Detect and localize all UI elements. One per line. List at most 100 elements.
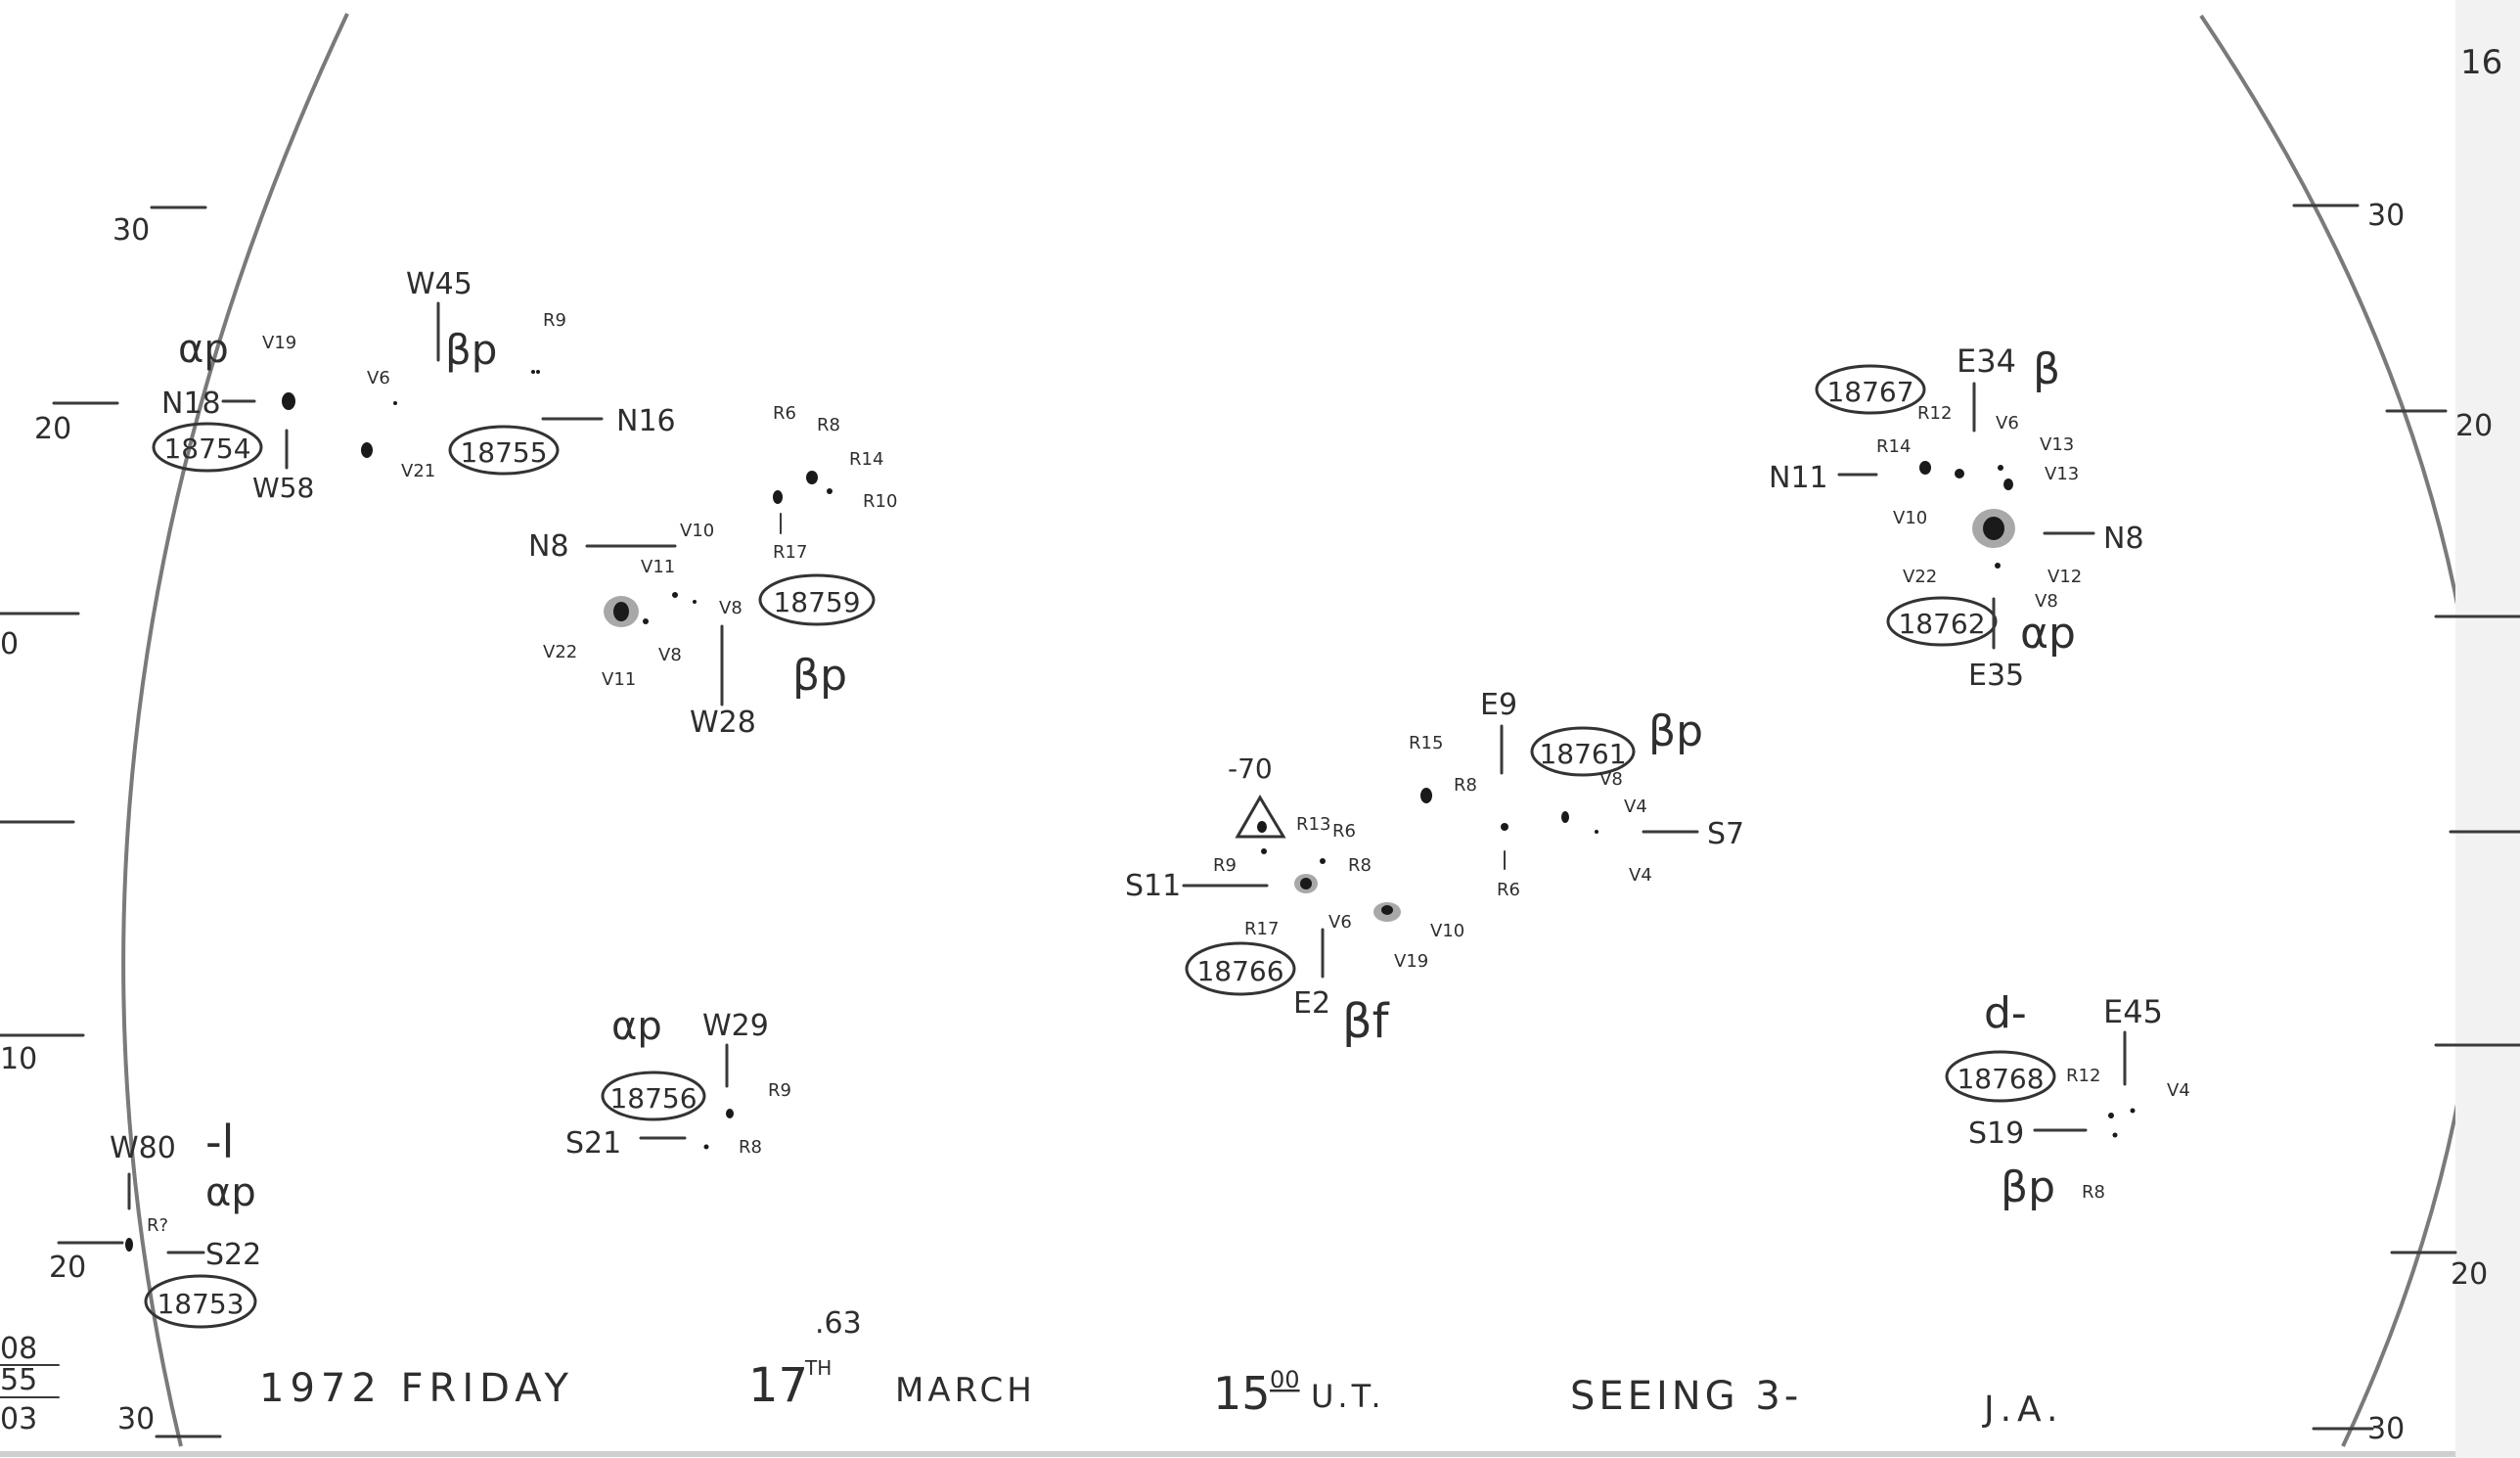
tick-label: 30 [112,213,150,248]
spot-label: V8 [658,645,682,665]
tick-label: 30 [117,1402,155,1436]
spot-label: R8 [817,415,840,435]
spot-label: R15 [1409,733,1443,753]
spot-label: V12 [2048,567,2082,587]
triangle-marker-label: -70 [1228,752,1273,785]
group-longitude: W45 [406,267,472,301]
spot-label: V13 [2045,464,2079,484]
group-18767: 18767 E34 β N11 R14 R12 V6 V13 V13 V10 [1769,342,2079,528]
right-limb-scale: 16 30 20 20 30 [2292,43,2520,1446]
footer-month: MARCH [895,1371,1036,1410]
group-longitude: E9 [1480,688,1517,722]
footer-date-fraction: .63 [815,1306,862,1341]
group-number-oval [1945,1050,2056,1103]
spot-label: V8 [1599,769,1623,790]
footer-date: 17 [748,1358,808,1413]
group-class: βf [1342,994,1390,1049]
spot-label: R? [147,1215,168,1236]
group-latitude: N16 [616,404,676,438]
group-longitude: W28 [690,706,756,740]
group-number-oval [152,422,263,473]
spot-label: R8 [739,1137,762,1158]
right-edge-shadow [2455,0,2520,1458]
group-number: 18767 [1826,376,1913,408]
corner-note: 08 55 03 [0,1332,60,1436]
triangle-marker [1235,795,1286,839]
group-longitude: E35 [1968,659,2024,693]
group-latitude: S11 [1125,869,1181,903]
group-18754: αp V19 N18 W58 18754 [152,327,314,504]
footer-year-day: 1972 FRIDAY [259,1366,574,1411]
group-number: 18766 [1196,955,1283,987]
spot-label: R17 [773,542,807,563]
group-number: 18755 [460,436,547,469]
spot-label: R9 [543,310,566,331]
group-18768: d- E45 18768 R12 V4 S19 βp R8 [1945,988,2190,1212]
group-number: 18754 [163,433,250,465]
group-class: αp [2020,609,2076,659]
group-number: 18762 [1898,608,1985,640]
spot-label: V11 [641,557,675,577]
group-longitude: E45 [2103,993,2163,1030]
tick-label: 16 [2460,43,2502,82]
group-class: αp [178,327,229,372]
tick-label: 30 [2367,199,2405,233]
spot-label: R14 [1876,436,1911,457]
group-class: βp [792,651,847,701]
group-18753: W80 -l R? αp S22 18753 [110,1116,261,1329]
group-18761: E9 18761 βp R15 R8 V8 V4 S7 V4 R6 [1409,688,1744,900]
group-latitude: N8 [528,529,569,564]
footer-seeing: SEEING 3- [1570,1374,1802,1419]
spot-label: R6 [1332,821,1356,842]
group-latitude: S22 [205,1238,261,1272]
footer-time: 15 [1213,1367,1271,1420]
spot-label: V19 [262,333,296,353]
corner-note-line: 55 [0,1363,37,1397]
group-18759: R6 R8 R14 R10 R17 N8 V10 V11 V8 V22 V11 … [528,403,897,740]
spot-label: R9 [1213,855,1237,876]
spot-label: V4 [1624,797,1647,817]
tick-label: 0 [0,627,19,661]
group-latitude: N11 [1769,461,1828,495]
spot-label: R13 [1296,814,1330,835]
spot-label: R8 [1348,855,1372,876]
spot-label: R8 [2082,1182,2105,1203]
spot-label: V4 [2167,1080,2190,1101]
spot-label: V8 [2035,591,2058,612]
spot-label: R17 [1244,919,1279,939]
right-limb-arc [2199,14,2485,1447]
sunspot [282,392,295,410]
tick-label: 20 [49,1251,86,1285]
group-number-oval [601,1071,706,1121]
group-class: βp [1648,706,1703,756]
corner-note-line: 03 [0,1402,37,1436]
spot-label: V4 [1629,865,1652,886]
spot-label: V19 [1394,951,1428,972]
footer-observer: J.A. [1982,1390,2064,1430]
spot-label: V22 [543,642,577,662]
group-number-oval [1185,941,1296,996]
group-number: 18756 [609,1082,697,1115]
group-number-oval [1815,364,1926,415]
group-18766: -70 R13 R6 R9 S11 R8 R17 V6 V10 V19 1876… [1125,752,1464,1049]
group-longitude: E2 [1293,986,1330,1021]
group-number-oval [1530,726,1636,777]
spot-label: V6 [1328,912,1352,933]
spot-label: V21 [401,461,435,481]
group-class: β [2033,344,2060,394]
spot-label: V6 [367,368,390,388]
footer-date-suffix: TH [804,1356,832,1380]
group-latitude: S21 [565,1126,621,1161]
footer-time-unit: U.T. [1311,1378,1385,1415]
spot-label: V22 [1903,567,1937,587]
group-longitude: E34 [1957,342,2016,380]
spot-label: V10 [1893,508,1927,528]
group-number: 18761 [1539,738,1626,770]
group-18762: N8 V22 V12 V8 18762 αp E35 [1886,509,2144,693]
group-number: 18768 [1957,1063,2044,1095]
group-class: αp [205,1170,256,1215]
spot-label: V13 [2040,434,2074,455]
group-longitude: W29 [702,1009,769,1043]
tick-label: 30 [2367,1412,2405,1446]
